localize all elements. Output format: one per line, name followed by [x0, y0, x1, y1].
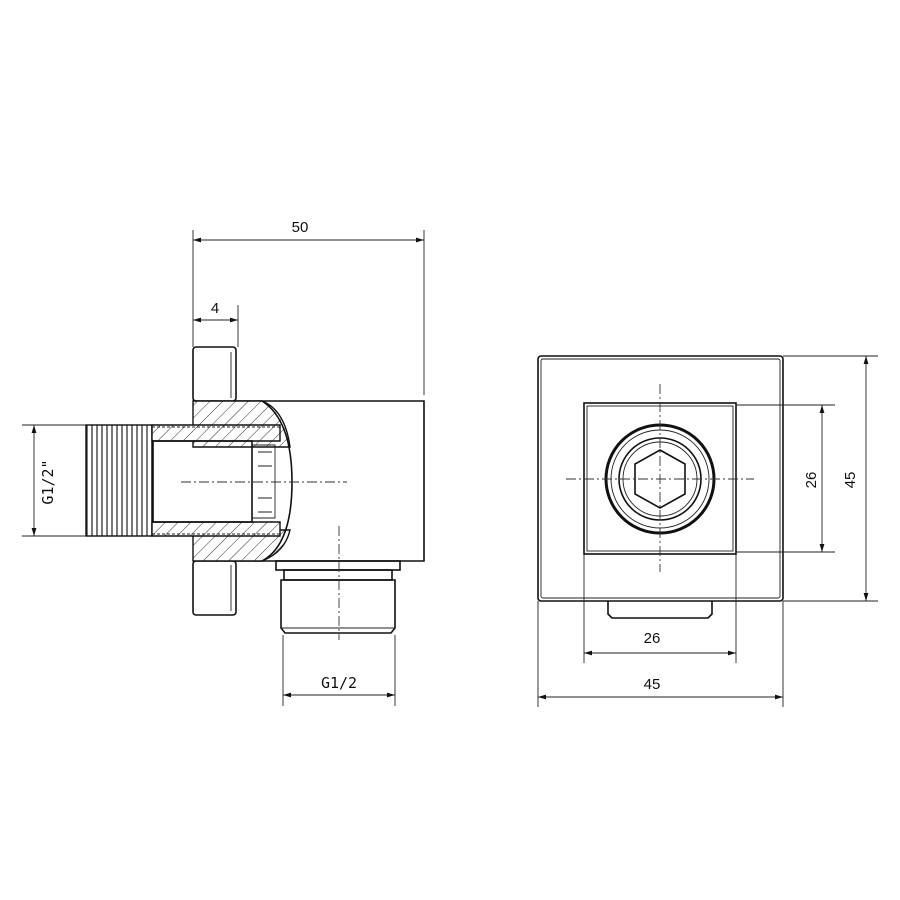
dim-label-outlet-thread: G1/2 [321, 674, 357, 692]
side-view: 50 4 G1/2" [22, 219, 425, 706]
flange-lower [192, 560, 237, 616]
dim-label-inner-width: 26 [644, 630, 661, 647]
outlet-plate [275, 560, 401, 571]
outlet-nut [280, 579, 396, 634]
flange-upper [192, 346, 237, 402]
dim-label-outer-width: 45 [644, 676, 661, 693]
dim-label-overall-length: 50 [292, 219, 309, 236]
hex-socket [634, 449, 686, 509]
front-view: 26 45 26 45 [537, 355, 878, 707]
dim-label-inlet-thread: G1/2" [39, 459, 57, 504]
dim-label-flange-thickness: 4 [211, 300, 219, 317]
male-thread [85, 424, 153, 537]
dim-label-outer-height: 45 [842, 472, 859, 489]
bottom-outlet [607, 601, 713, 619]
dim-label-inner-height: 26 [803, 472, 820, 489]
outer-square [537, 355, 784, 602]
inner-bore [152, 440, 253, 523]
